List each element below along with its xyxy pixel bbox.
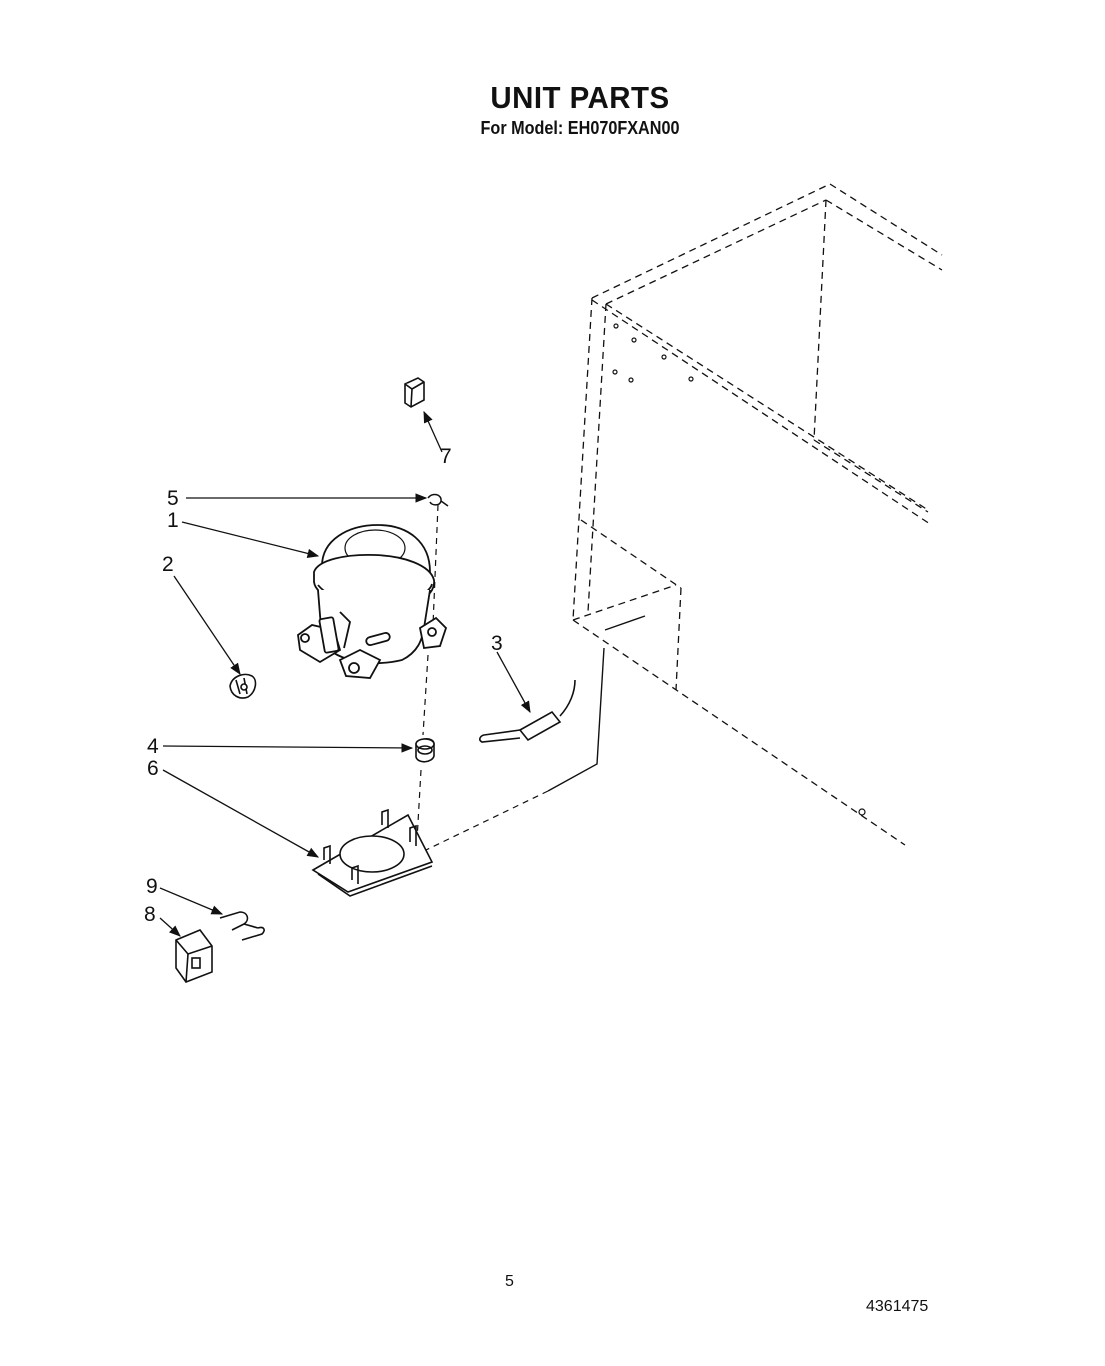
callout-9: 9: [146, 875, 158, 898]
page-title: UNIT PARTS: [490, 80, 670, 115]
part-9-wire-clip: [219, 911, 265, 941]
callout-1: 1: [167, 509, 179, 532]
callout-8: 8: [144, 903, 156, 926]
callout-2: 2: [162, 553, 174, 576]
leader-lines: [159, 410, 531, 937]
document-number: 4361475: [866, 1298, 929, 1315]
assembly-guide-lines: [416, 504, 549, 851]
callout-4: 4: [147, 735, 159, 758]
part-5-clip: [427, 493, 449, 507]
part-3-sensor: [479, 679, 576, 743]
callout-6: 6: [147, 757, 159, 780]
cabinet-holes: [612, 323, 866, 816]
part-2-grommet: [229, 673, 257, 699]
model-subtitle: For Model: EH070FXAN00: [480, 118, 680, 138]
part-1-compressor: [297, 524, 448, 679]
refrigerant-tubing: [547, 615, 646, 792]
callout-7: 7: [440, 445, 452, 468]
cabinet-outline: [572, 183, 943, 846]
page-number: 5: [505, 1273, 514, 1290]
part-7-relay-clip: [404, 377, 425, 408]
callout-5: 5: [167, 487, 179, 510]
part-4-spacer: [415, 738, 435, 763]
callout-3: 3: [491, 632, 503, 655]
part-6-base-plate: [311, 808, 434, 897]
part-8-terminal-cover: [175, 929, 213, 983]
